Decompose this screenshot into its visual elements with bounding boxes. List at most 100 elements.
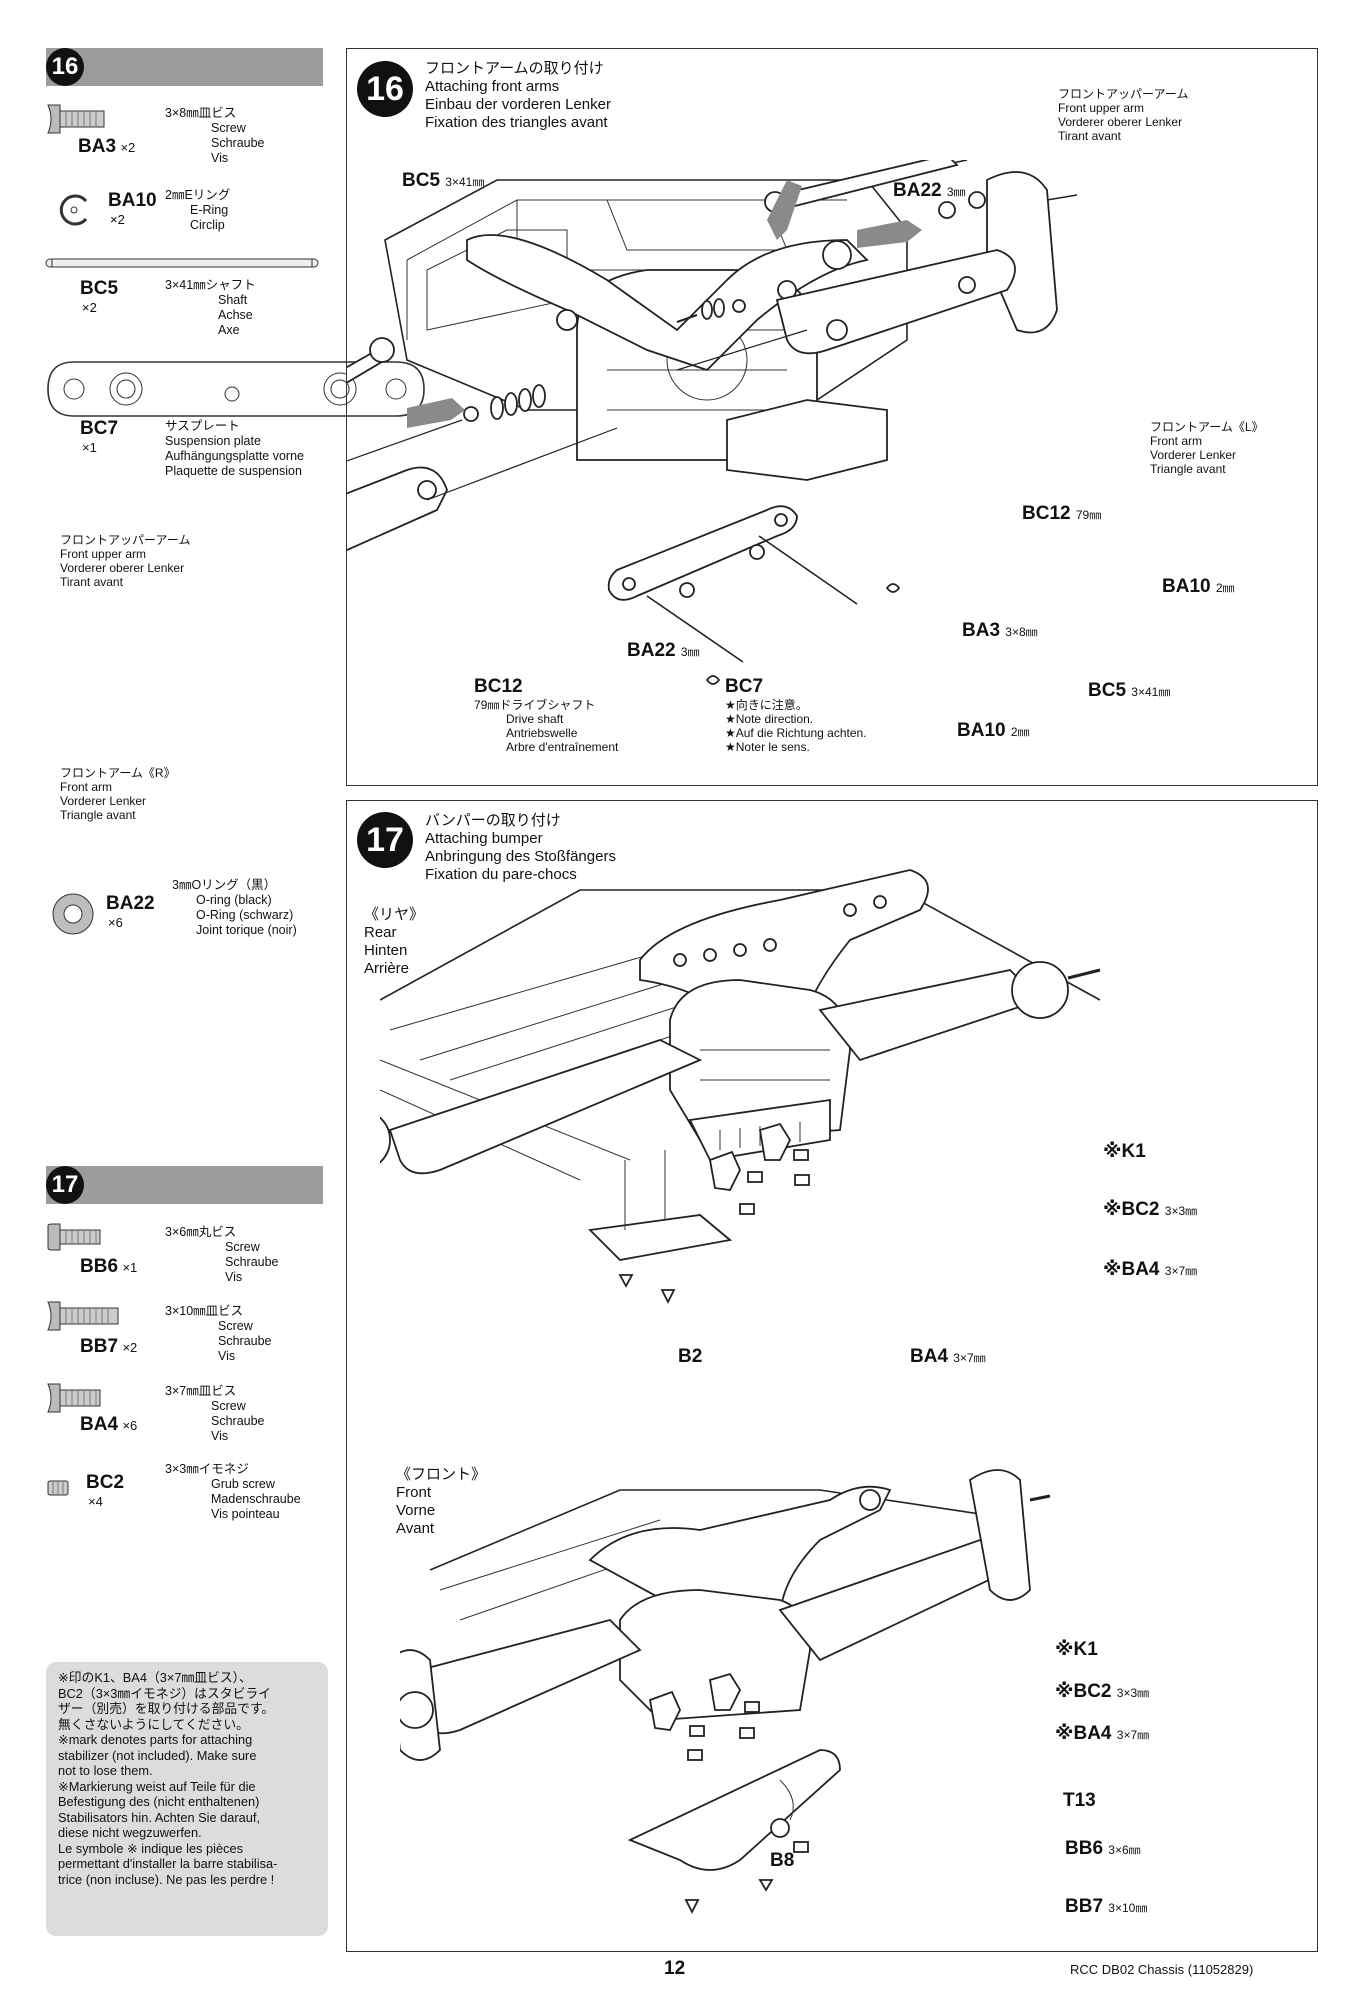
note-line: permettant d'installer la barre stabilis… bbox=[58, 1856, 278, 1871]
part-qty: ×4 bbox=[88, 1494, 103, 1509]
code: BC5 bbox=[1088, 680, 1127, 701]
label-en: Rear bbox=[364, 924, 397, 941]
left-front-upper-arm-label: フロントアッパーアーム Front upper arm Vorderer obe… bbox=[60, 533, 190, 589]
code: BA22 bbox=[893, 180, 942, 201]
desc-jp: 3×10㎜皿ビス bbox=[165, 1304, 244, 1318]
title-en: Attaching bumper bbox=[425, 830, 543, 847]
desc-en: Grub screw bbox=[211, 1477, 275, 1491]
bc2-part-label: BC2 ×4 bbox=[86, 1472, 124, 1509]
label-jp: フロントアーム《L》 bbox=[1150, 420, 1264, 434]
front-bumper-diagram bbox=[400, 1469, 1051, 1915]
note-line: trice (non incluse). Ne pas les perdre ! bbox=[58, 1871, 275, 1887]
part-qty: ×6 bbox=[122, 1418, 138, 1433]
size: 3×8㎜ bbox=[1005, 625, 1038, 639]
rear-k1-callout: ※K1 bbox=[1103, 1141, 1146, 1162]
grub-screw-icon bbox=[47, 1480, 69, 1496]
rear-b2-callout: B2 bbox=[678, 1346, 703, 1367]
page-number: 12 bbox=[664, 1958, 686, 1979]
code: ※BC2 bbox=[1103, 1199, 1160, 1220]
size: 3×10㎜ bbox=[1108, 1901, 1148, 1915]
part-code: BB7 bbox=[80, 1336, 119, 1357]
part-qty: ×6 bbox=[108, 915, 123, 930]
label-en: Front upper arm bbox=[1058, 101, 1145, 115]
label-en: Front arm bbox=[1150, 434, 1203, 448]
code: BA10 bbox=[957, 720, 1006, 741]
rear-view-label: 《リヤ》 Rear Hinten Arrière bbox=[364, 906, 424, 978]
desc-de: Aufhängungsplatte vorne bbox=[165, 449, 304, 463]
front-bb7-callout: BB7 3×10㎜ bbox=[1065, 1896, 1147, 1918]
part-qty: ×2 bbox=[122, 1340, 138, 1355]
note-line: stabilizer (not included). Make sure bbox=[58, 1747, 257, 1763]
desc-en: Screw bbox=[211, 1399, 246, 1413]
label-jp: ★向きに注意。 bbox=[725, 698, 808, 712]
code: BC12 bbox=[1022, 503, 1071, 524]
step17-number: 17 bbox=[357, 812, 413, 868]
title-jp: バンパーの取り付け bbox=[425, 812, 561, 829]
note-line: ※Markierung weist auf Teile für die bbox=[58, 1778, 256, 1794]
front-bb6-callout: BB6 3×6㎜ bbox=[1065, 1838, 1141, 1860]
suspension-plate-icon bbox=[47, 361, 425, 417]
code: ※BA4 bbox=[1103, 1259, 1160, 1280]
label-de: Vorderer oberer Lenker bbox=[60, 561, 185, 575]
label-fr: Triangle avant bbox=[60, 808, 136, 822]
ba22-part-desc: 3㎜Oリング（黒） O-ring (black) O-Ring (schwarz… bbox=[172, 878, 297, 938]
part-code: BA3 bbox=[78, 136, 117, 157]
bc2-part-desc: 3×3㎜イモネジ Grub screw Madenschraube Vis po… bbox=[165, 1462, 301, 1522]
desc-fr: Axe bbox=[218, 323, 240, 337]
ba3-part-desc: 3×8㎜皿ビス Screw Schraube Vis bbox=[165, 106, 265, 166]
note-line: Stabilisators hin. Achten Sie darauf, bbox=[58, 1809, 261, 1825]
desc-jp: 3㎜Oリング（黒） bbox=[172, 878, 277, 892]
size: 3×7㎜ bbox=[1164, 1264, 1198, 1278]
front-bc2-callout: ※BC2 3×3㎜ bbox=[1055, 1680, 1149, 1703]
size: 2㎜ bbox=[1215, 581, 1235, 595]
part-code: BA22 bbox=[106, 893, 155, 914]
code: BA22 bbox=[627, 640, 676, 661]
flat-head-screw-icon bbox=[47, 1301, 119, 1331]
code: BA4 bbox=[910, 1346, 949, 1367]
bc5-part-desc: 3×41㎜シャフト Shaft Achse Axe bbox=[165, 278, 256, 338]
label-jp: フロントアッパーアーム bbox=[60, 533, 191, 547]
ba10-bottom-callout: BA10 2㎜ bbox=[957, 720, 1030, 742]
flat-head-screw-icon bbox=[47, 104, 105, 134]
size: 3㎜ bbox=[680, 645, 700, 659]
desc-jp: サスプレート bbox=[165, 419, 240, 433]
desc-jp: 2㎜Eリング bbox=[165, 188, 231, 202]
bb6-part-desc: 3×6㎜丸ビス Screw Schraube Vis bbox=[165, 1225, 279, 1285]
title-jp: フロントアームの取り付け bbox=[425, 60, 604, 77]
rear-ba4-callout: ※BA4 3×7㎜ bbox=[1103, 1258, 1197, 1281]
note-line: ※印のK1、BA4（3×7㎜皿ビス）、 bbox=[58, 1670, 252, 1685]
label-en: Front bbox=[396, 1484, 432, 1501]
desc-de: Circlip bbox=[190, 218, 225, 232]
label-de: Vorderer oberer Lenker bbox=[1058, 115, 1183, 129]
part-code: BC7 bbox=[80, 418, 119, 439]
part-code: BB6 bbox=[80, 1256, 119, 1277]
part-code: BA4 bbox=[80, 1414, 119, 1435]
desc-en: Suspension plate bbox=[165, 434, 261, 448]
bc7-callout: BC7 ★向きに注意。 ★Note direction. ★Auf die Ri… bbox=[725, 676, 867, 754]
part-qty: ×1 bbox=[122, 1260, 138, 1275]
front-b8-callout: B8 bbox=[770, 1850, 795, 1871]
label-jp: 《リヤ》 bbox=[364, 906, 425, 923]
desc-jp: 3×41㎜シャフト bbox=[165, 278, 256, 292]
ba22-top-callout: BA22 3㎜ bbox=[893, 180, 966, 202]
desc-de: Schraube bbox=[218, 1334, 272, 1348]
front-t13-callout: T13 bbox=[1063, 1790, 1096, 1811]
note-line: diese nicht wegzuwerfen. bbox=[58, 1825, 202, 1840]
desc-de: Schraube bbox=[225, 1255, 279, 1269]
label-jp: フロントアッパーアーム bbox=[1058, 87, 1189, 101]
note-line: not to lose them. bbox=[58, 1763, 153, 1778]
step17-parts-number: 17 bbox=[46, 1166, 84, 1204]
note-line: 無くさないようにしてください。 bbox=[58, 1716, 249, 1732]
label-de: Antriebswelle bbox=[506, 726, 578, 740]
desc-de: Schraube bbox=[211, 136, 265, 150]
step17-panel bbox=[346, 800, 1318, 1952]
part-qty: ×2 bbox=[110, 212, 125, 227]
desc-jp: 3×7㎜皿ビス bbox=[165, 1384, 237, 1398]
bc12-right-callout: BC12 79㎜ bbox=[1022, 503, 1101, 525]
code: BB7 bbox=[1065, 1896, 1104, 1917]
note-text: ※印のK1、BA4（3×7㎜皿ビス）、 BC2（3×3㎜イモネジ）はスタビライ … bbox=[58, 1670, 320, 1887]
label-jp: 《フロント》 bbox=[396, 1466, 487, 1483]
desc-de: Madenschraube bbox=[211, 1492, 301, 1506]
label-fr: ★Noter le sens. bbox=[725, 740, 810, 754]
code: ※BA4 bbox=[1055, 1723, 1112, 1744]
